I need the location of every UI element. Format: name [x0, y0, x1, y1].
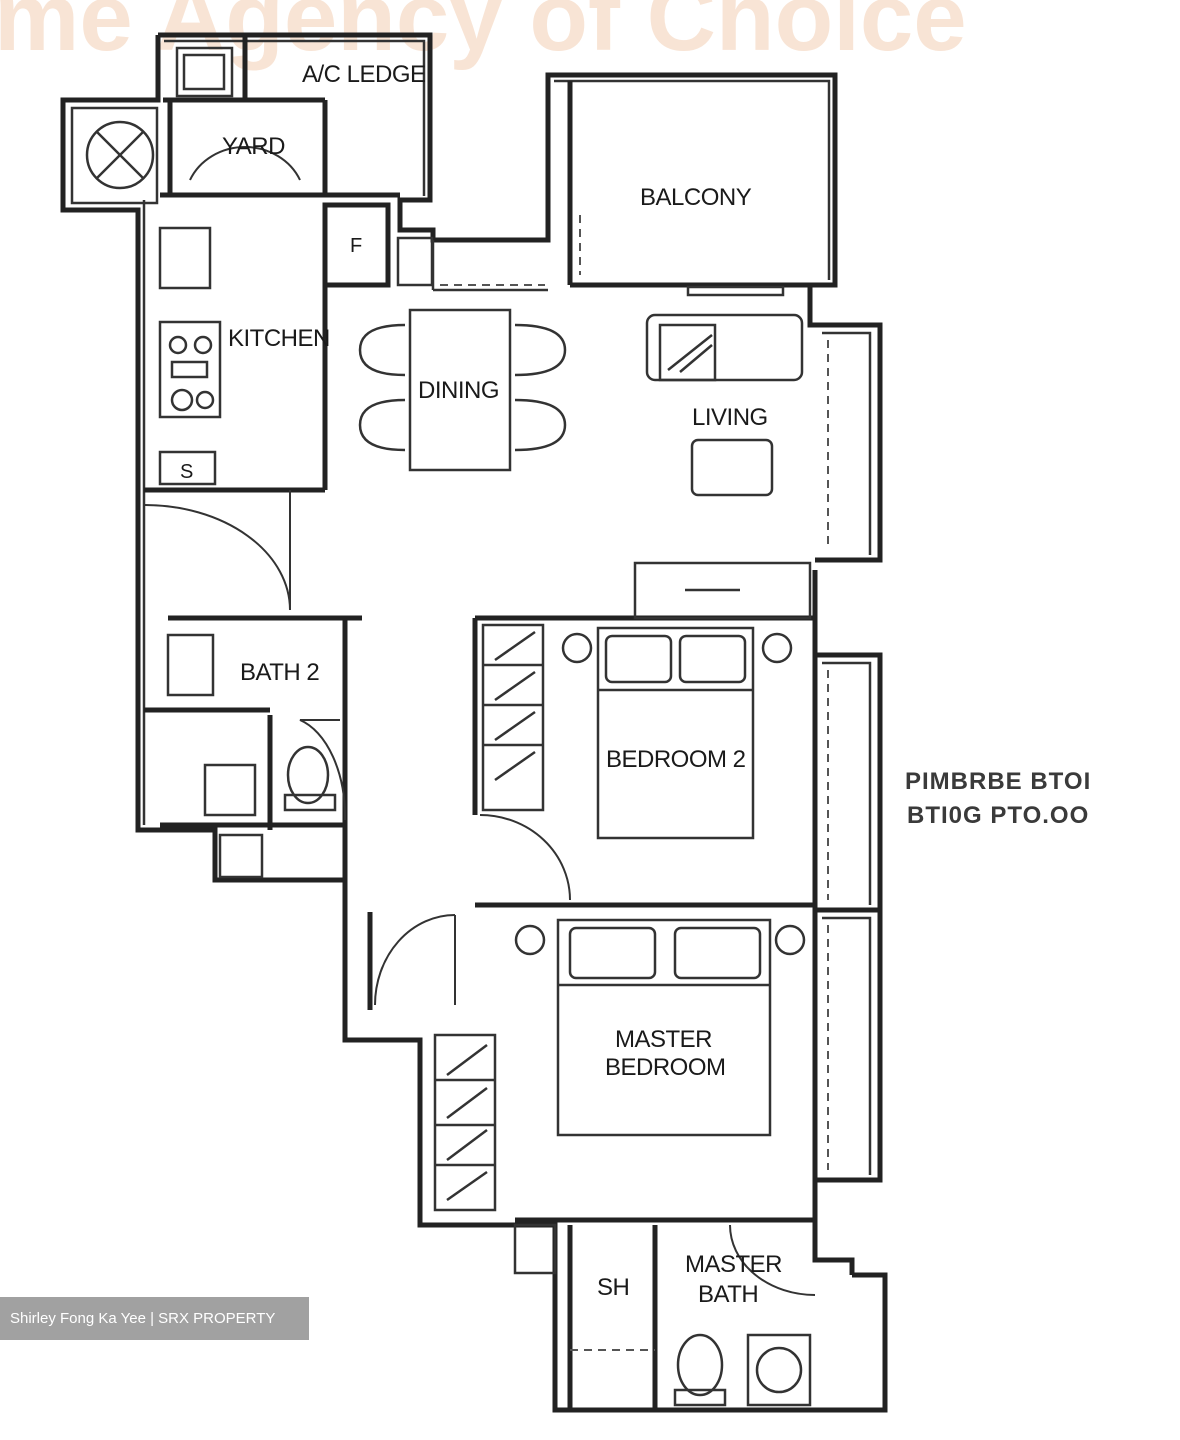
label-store: S	[180, 461, 193, 483]
label-kitchen: KITCHEN	[228, 325, 330, 352]
label-bath-2: BATH 2	[240, 659, 319, 686]
mirrored-text-line2: BTI0G PTO.OO	[907, 802, 1089, 829]
interior-walls	[144, 35, 818, 1410]
label-bedroom-2: BEDROOM 2	[606, 746, 746, 773]
room-labels: A/C LEDGE YARD BALCONY F KITCHEN DINING …	[180, 61, 783, 1308]
mirrored-text: PIMBRBE BTOI BTI0G PTO.OO	[905, 768, 1091, 829]
watermark-text: me Agency of Choice	[0, 0, 967, 71]
label-shower: SH	[597, 1274, 629, 1301]
label-yard: YARD	[222, 133, 285, 160]
label-dining: DINING	[418, 377, 499, 404]
label-living: LIVING	[692, 404, 768, 431]
label-master-bath-line1: MASTER	[685, 1251, 782, 1278]
fixtures	[70, 46, 829, 1407]
label-fridge: F	[350, 235, 362, 257]
label-master-bedroom-line1: MASTER	[615, 1026, 712, 1053]
label-ac-ledge: A/C LEDGE	[302, 61, 426, 88]
door-swings	[144, 145, 816, 1296]
photo-credit-badge: Shirley Fong Ka Yee | SRX PROPERTY	[0, 1297, 309, 1340]
label-balcony: BALCONY	[640, 184, 752, 211]
label-master-bath-line2: BATH	[698, 1281, 758, 1308]
label-master-bedroom-line2: BEDROOM	[605, 1054, 726, 1081]
mirrored-text-line1: PIMBRBE BTOI	[905, 768, 1091, 795]
